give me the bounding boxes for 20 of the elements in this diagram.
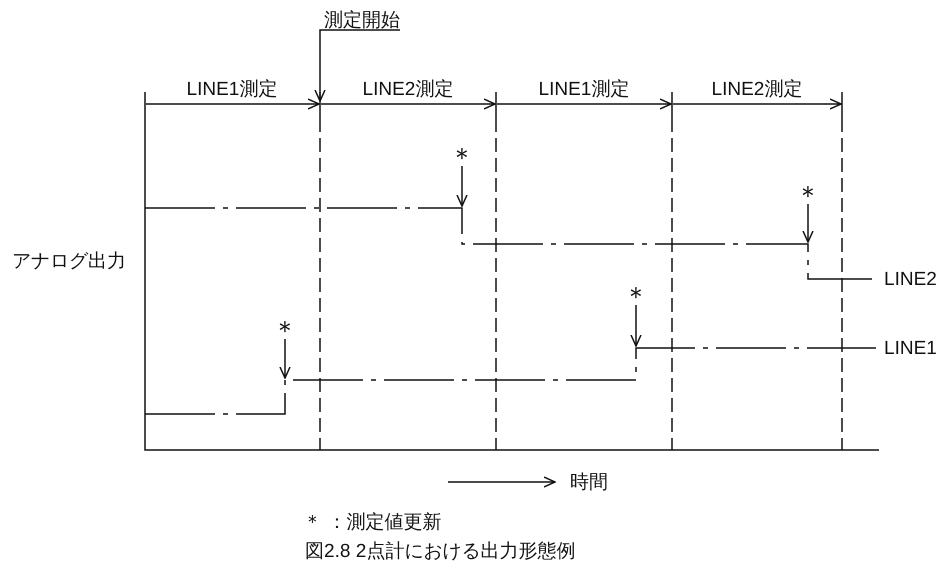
legend-note: ＊ ：測定値更新 <box>303 512 442 532</box>
axis-label: 時間 <box>570 472 608 492</box>
asterisk-mark: ＊ <box>795 182 821 208</box>
update-arrow <box>802 203 814 243</box>
phase-label: LINE2測定 <box>362 80 454 98</box>
phase-label: LINE1測定 <box>186 80 278 98</box>
asterisk-mark: ＊ <box>449 144 475 170</box>
axis-label: アナログ出力 <box>12 252 126 270</box>
asterisk-mark: ＊ <box>272 317 298 343</box>
phase-label: LINE1測定 <box>538 80 630 98</box>
leader-line <box>314 29 400 102</box>
start-label: 測定開始 <box>324 10 400 30</box>
line-label: LINE2 <box>884 270 937 288</box>
phase-label: LINE2測定 <box>712 80 802 98</box>
caption: 図2.8 2点計における出力形態例 <box>305 542 576 560</box>
update-arrow <box>630 304 642 347</box>
line-label: LINE1 <box>884 338 937 358</box>
update-arrow <box>279 338 291 379</box>
asterisk-mark: ＊ <box>623 283 649 309</box>
update-arrow <box>456 165 468 207</box>
